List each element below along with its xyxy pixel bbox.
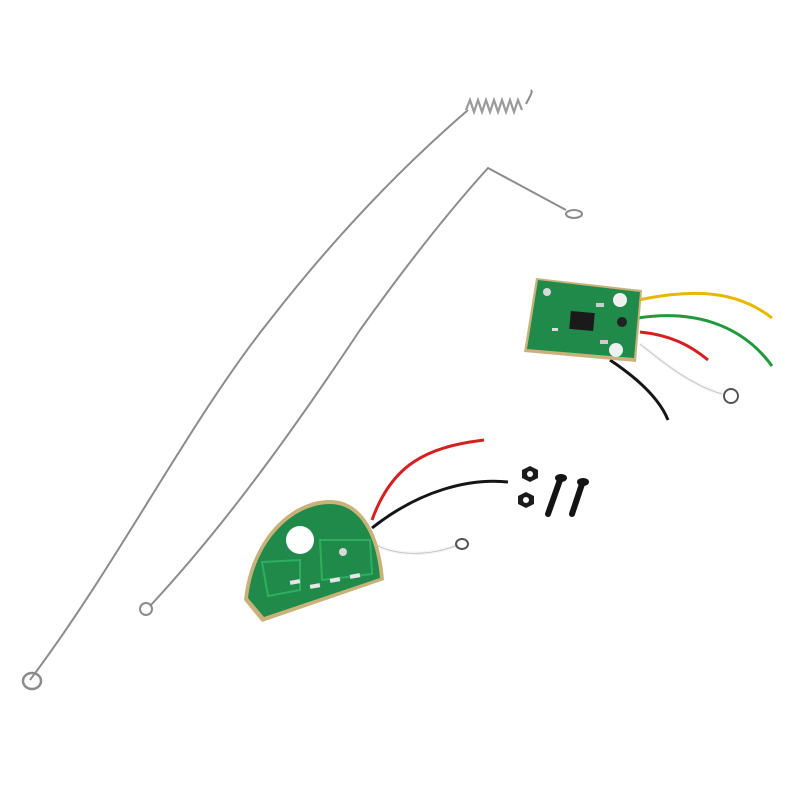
- antenna-straight: [139, 166, 583, 616]
- screws: [545, 474, 589, 517]
- receiver-board: [524, 278, 774, 421]
- spring-coil: [464, 96, 524, 116]
- antenna-hook: [565, 209, 583, 219]
- transmitter-board: [244, 438, 509, 622]
- receiver-wires: [609, 291, 774, 421]
- antenna-with-spring: [21, 89, 533, 691]
- antenna-eyelet: [139, 602, 153, 616]
- antenna-eyelet: [21, 671, 43, 691]
- hex-nuts: [518, 466, 538, 508]
- transmitter-wires: [370, 438, 509, 556]
